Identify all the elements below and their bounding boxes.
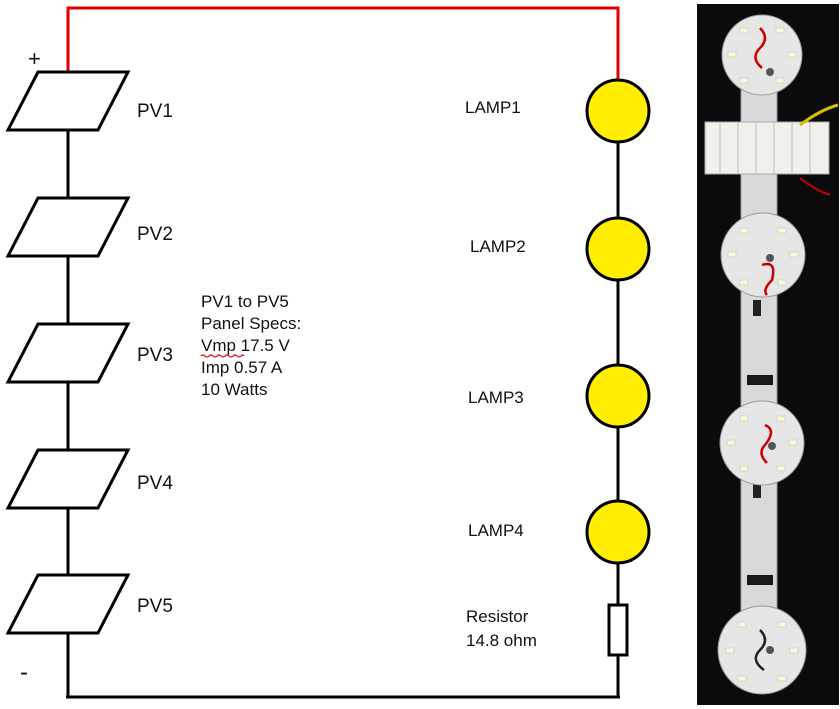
lamp-label: LAMP1 [465,98,521,117]
specs-line: Panel Specs: [201,314,301,333]
pv-panel-icon [5,70,131,132]
positive-terminal-label: + [28,46,41,71]
pv-label: PV3 [137,345,173,366]
lamp-icon [585,499,651,565]
lamps [585,78,651,565]
resistor-label: Resistor [466,607,529,626]
lamp-label: LAMP3 [468,388,524,407]
lamp-label: LAMP4 [468,521,524,540]
resistor-value: 14.8 ohm [466,631,537,650]
terminal-block [704,121,830,175]
lamp-icon [585,216,651,282]
lamp-icon [585,363,651,429]
led-board [719,400,805,486]
led-strip-photo [697,4,839,705]
specs-line: Imp 0.57 A [201,358,283,377]
pv-panel-icon [5,322,131,384]
pv-panel-icon [5,196,131,258]
pv-label: PV5 [137,596,173,617]
pv-panel-icon [5,448,131,510]
pv-panels [5,70,131,635]
lamp-label: LAMP2 [470,237,526,256]
specs-line: 10 Watts [201,380,267,399]
positive-wire [66,6,620,80]
specs-line: PV1 to PV5 [201,292,289,311]
led-board [720,212,806,298]
pv-label: PV4 [137,473,173,494]
pv-label: PV2 [137,224,173,245]
led-board [721,14,803,96]
pv-panel-icon [5,573,131,635]
led-board [717,605,807,695]
lamp-icon [585,78,651,144]
negative-terminal-label: - [20,659,28,686]
specs-line: Vmp 17.5 V [201,336,290,355]
spellcheck-underline [200,354,245,358]
resistor-icon [607,603,629,657]
pv-label: PV1 [137,101,173,122]
